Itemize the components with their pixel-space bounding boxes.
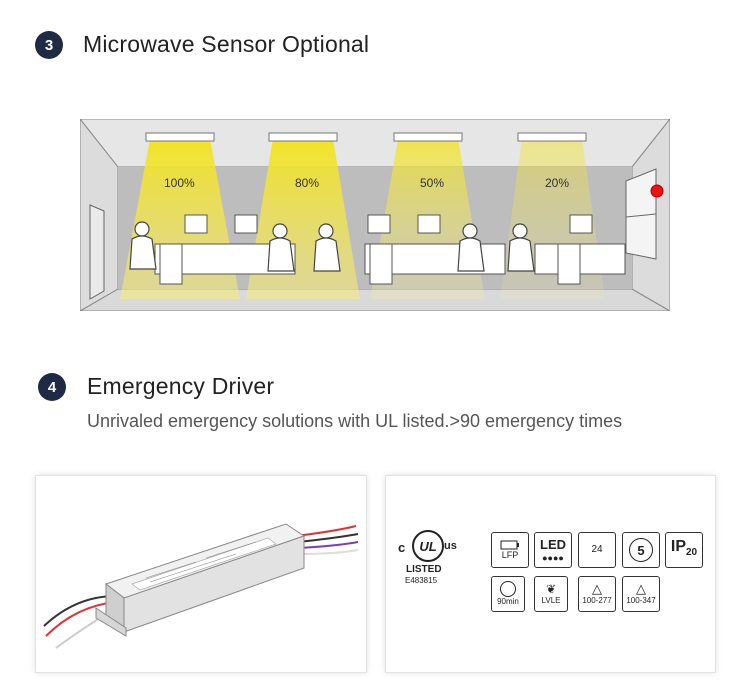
ul-listed-logo: c UL us LISTED E483815 [398,528,458,588]
voltage-100-277-icon: △ 100-277 [578,576,616,612]
zone-level-label: 20% [545,176,570,190]
lfp-icon: LFP [491,532,529,568]
ul-file-number: E483815 [405,576,438,585]
driver-photo-panel [35,475,367,673]
emergency-driver-image [43,523,359,649]
lvle-icon: ❦ LVLE [534,576,568,612]
section-4-subtitle: Unrivaled emergency solutions with UL li… [87,411,623,431]
battery-24-icon: 24 [578,532,616,568]
battery-outline-icon [500,540,519,550]
warning-triangle-icon: △ [636,581,646,596]
clock-icon [500,581,516,597]
section-3-title: Microwave Sensor Optional [83,31,370,57]
section-3-number-badge: 3 [35,31,63,59]
section-4-title: Emergency Driver [87,373,275,399]
led-icon: LED ●●●● [534,532,572,568]
ul-us-mark: us [444,540,457,552]
warning-triangle-icon: △ [592,581,602,596]
voltage-100-347-icon: △ 100-347 [622,576,660,612]
zone-level-label: 100% [164,176,195,190]
ul-listed-text: LISTED [406,564,442,575]
ul-circle-mark: UL [412,530,444,562]
zone-level-label: 50% [420,176,445,190]
office-occupancy-diagram: 100% 80% 50% 20% [78,117,672,312]
plant-icon: ❦ [545,582,557,596]
90min-icon: 90min [491,576,525,612]
office-room-illustration [78,117,672,312]
ul-c-mark: c [398,540,406,555]
ip20-icon: IP20 [665,532,703,568]
certification-panel: c UL us LISTED E483815 LFP LED ●●●● 24 5… [385,475,716,673]
five-year-icon: 5 [622,532,660,568]
sensor-indicator-icon [650,184,664,198]
section-4-number-badge: 4 [38,373,66,401]
led-dots-icon: ●●●● [542,553,564,563]
zone-level-label: 80% [295,176,320,190]
